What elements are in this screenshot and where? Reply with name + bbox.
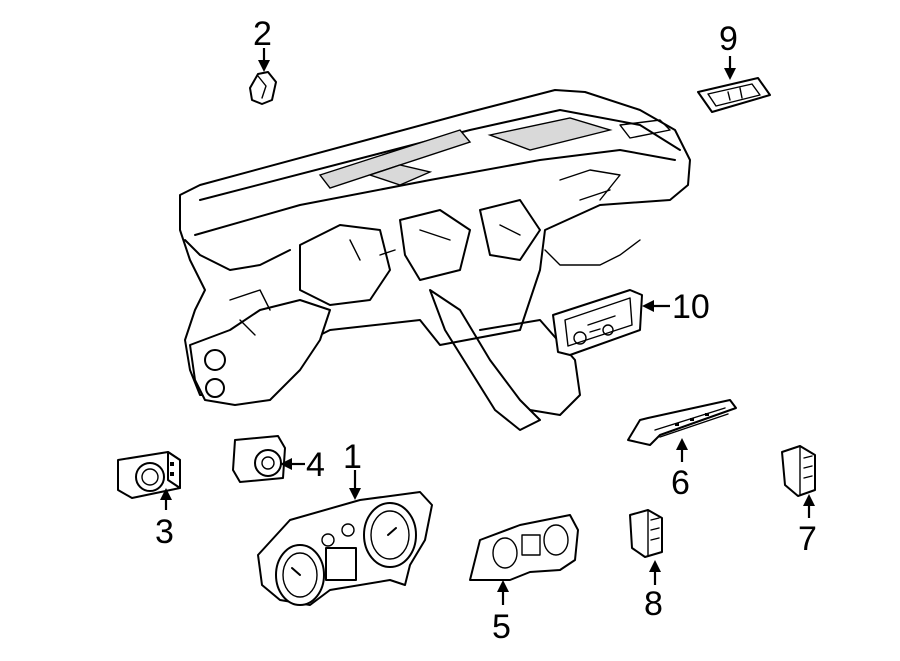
callout-4: 4 [306,446,325,484]
callout-6: 6 [671,464,690,502]
callout-5: 5 [492,608,511,646]
callout-10: 10 [672,288,710,326]
part-9-display-module [697,77,771,113]
instrument-panel-assembly [179,89,691,431]
callout-arrows [160,48,815,605]
part-3-headlamp-switch [117,451,181,499]
part-6-switch-strip [627,399,737,446]
callout-7: 7 [798,520,817,558]
part-8-switch [629,509,663,558]
callout-1: 1 [343,438,362,476]
part-7-switch [781,445,816,497]
callout-9: 9 [719,20,738,58]
part-5-cluster-bezel [469,514,579,581]
callout-8: 8 [644,585,663,623]
callout-labels: 1 2 3 4 5 6 7 8 9 10 [155,15,817,646]
callout-3: 3 [155,513,174,551]
part-2-knob [249,71,277,105]
part-1-instrument-cluster [257,491,433,606]
callout-2: 2 [253,15,272,53]
part-10-control-head [552,289,643,356]
part-4-rotary-switch [232,435,286,483]
